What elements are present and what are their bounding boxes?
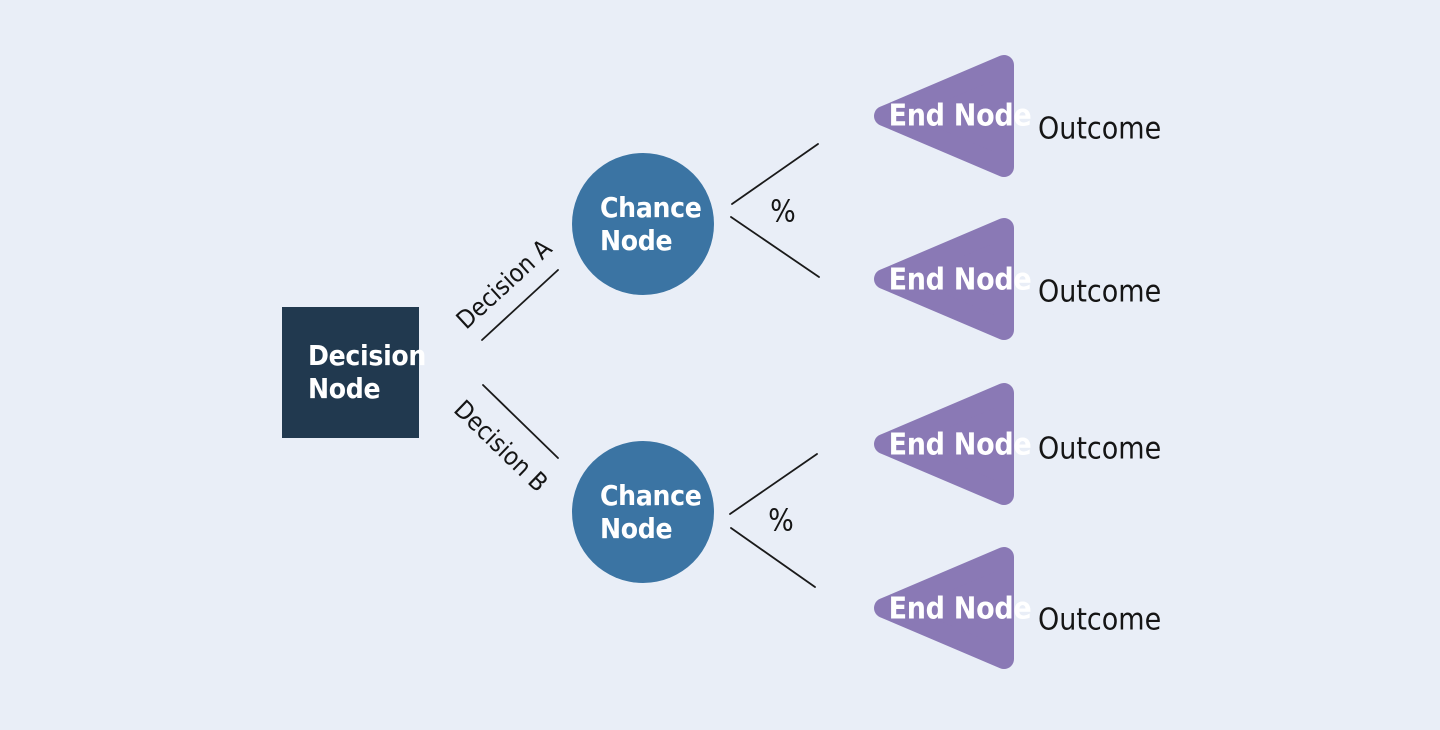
outcome-label-3: Outcome xyxy=(1038,431,1162,467)
probability-line-top-lower xyxy=(730,216,820,278)
branch-line-decision-a xyxy=(481,269,559,341)
probability-line-bottom-upper xyxy=(729,453,818,515)
chance-node-top-shape xyxy=(572,153,714,295)
end-node-2-label: End Node xyxy=(888,262,1032,298)
chance-node-top-label-line2: Node xyxy=(600,224,673,257)
end-node-3-shape xyxy=(874,383,1014,505)
chance-node-top-label: Chance Node xyxy=(600,191,702,257)
chance-node-bottom-label-line2: Node xyxy=(600,512,673,545)
outcome-label-2: Outcome xyxy=(1038,274,1162,310)
end-node-1-label: End Node xyxy=(888,98,1032,134)
branch-line-decision-b xyxy=(482,384,559,459)
end-node-3-label: End Node xyxy=(888,427,1032,463)
probability-label-top: % xyxy=(770,194,796,230)
end-node-2-shape xyxy=(874,218,1014,340)
chance-node-bottom-shape xyxy=(572,441,714,583)
decision-node-label-line1: Decision xyxy=(308,339,427,372)
probability-line-top-upper xyxy=(731,143,819,205)
decision-node-label: Decision Node xyxy=(308,339,426,405)
outcome-label-1: Outcome xyxy=(1038,111,1162,147)
chance-node-bottom-label-line1: Chance xyxy=(600,479,702,512)
decision-node-shape xyxy=(282,307,419,438)
probability-line-bottom-lower xyxy=(730,527,816,588)
end-node-4-shape xyxy=(874,547,1014,669)
probability-label-bottom: % xyxy=(768,503,794,539)
decision-node-label-line2: Node xyxy=(308,372,381,405)
end-node-1-shape xyxy=(874,55,1014,177)
chance-node-top-label-line1: Chance xyxy=(600,191,702,224)
chance-node-bottom-label: Chance Node xyxy=(600,479,702,545)
end-node-4-label: End Node xyxy=(888,591,1032,627)
outcome-label-4: Outcome xyxy=(1038,602,1162,638)
